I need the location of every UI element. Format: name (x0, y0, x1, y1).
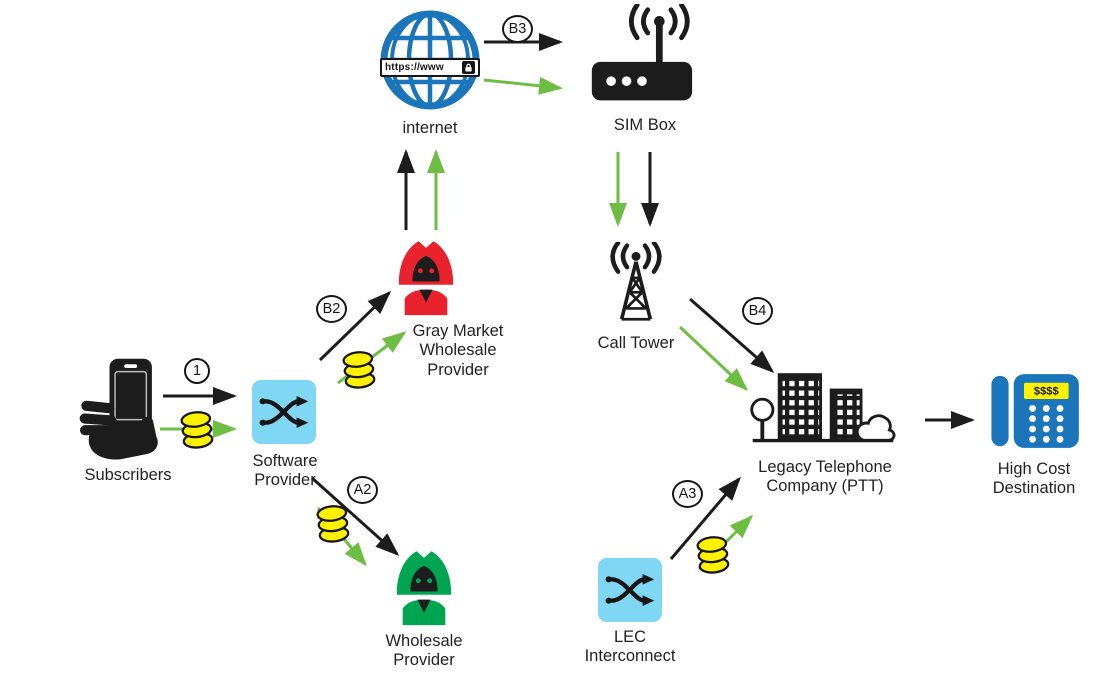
badge-step-b2: B2 (316, 295, 347, 323)
money-coins-wholesale (311, 496, 354, 553)
node-lec-interconnect (598, 558, 662, 622)
arrow-software-to-wholesale-black (311, 476, 400, 556)
exchange-icon (598, 558, 662, 622)
arrow-calltower-to-legacy-green (678, 325, 749, 392)
badge-step-a3: A3 (672, 480, 703, 508)
https-banner: https://www (380, 58, 480, 77)
label-sim-box: SIM Box (613, 116, 677, 134)
label-high-cost-destination: High Cost Destination (992, 460, 1076, 498)
label-internet: internet (402, 119, 458, 137)
arrow-software-to-graymarket-black (318, 290, 392, 362)
banner-url-text: https://www (385, 62, 444, 73)
hooded-figure-green-icon (396, 551, 452, 626)
label-lec-interconnect: LEC Interconnect (584, 628, 676, 666)
label-wholesale-provider: Wholesale Provider (385, 632, 463, 670)
hooded-figure-red-icon (398, 241, 454, 316)
phone-in-hand-icon (79, 358, 158, 460)
label-call-tower: Call Tower (597, 334, 675, 352)
node-gray-market-provider (385, 238, 467, 320)
call-tower-icon (610, 240, 662, 321)
node-high-cost-destination: $$$$ (988, 366, 1084, 456)
node-software-provider (252, 380, 316, 444)
arrow-internet-to-simbox-green (483, 76, 563, 95)
badge-step-a2: A2 (347, 476, 378, 504)
money-coins-lec (691, 527, 734, 584)
label-gray-market-provider: Gray Market Wholesale Provider (412, 322, 504, 379)
node-legacy-telco (748, 352, 898, 456)
phone-display-text: $$$$ (1034, 386, 1060, 398)
exchange-icon (252, 380, 316, 444)
arrow-calltower-to-legacy-black (689, 297, 775, 373)
arrow-lec-to-legacy-black (669, 476, 741, 560)
label-subscribers: Subscribers (84, 466, 172, 484)
node-wholesale-provider (383, 548, 465, 630)
node-call-tower (592, 240, 680, 330)
node-internet: https://www (378, 8, 482, 112)
padlock-icon (462, 61, 475, 74)
city-buildings-icon (750, 373, 896, 443)
label-legacy-telco: Legacy Telephone Company (PTT) (758, 458, 892, 496)
label-software-provider: Software Provider (252, 452, 318, 490)
money-coins-subscribers (175, 402, 218, 459)
office-phone-icon: $$$$ (991, 374, 1079, 448)
money-coins-graymarket (337, 342, 380, 399)
sim-box-icon (591, 2, 693, 101)
badge-step-1: 1 (184, 358, 210, 384)
node-subscribers (72, 356, 182, 462)
node-sim-box (578, 2, 704, 116)
badge-step-b4: B4 (742, 297, 773, 325)
badge-step-b3: B3 (502, 15, 533, 43)
